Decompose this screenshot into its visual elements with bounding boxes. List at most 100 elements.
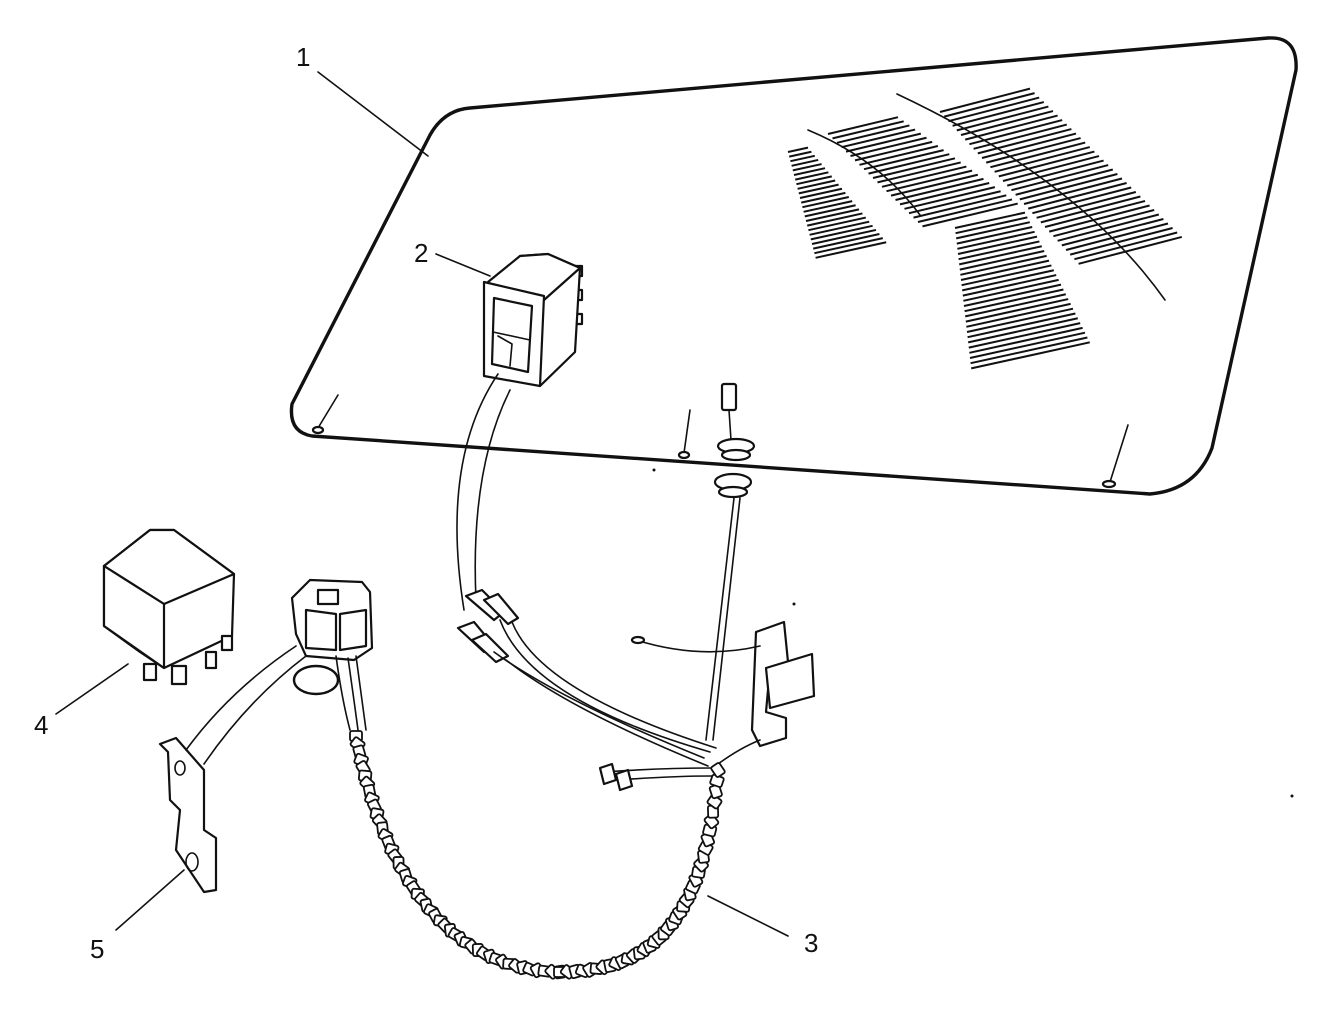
heating-element-line [955, 221, 1031, 240]
heating-element-line [963, 278, 1059, 302]
glass-separator-line [807, 129, 921, 216]
heating-element-line [958, 240, 1040, 261]
harness-sheathing [349, 730, 726, 980]
heating-element-line [908, 190, 1001, 215]
heating-element-line [1040, 195, 1141, 224]
heating-element-line [994, 146, 1091, 173]
heating-element-line [805, 208, 860, 222]
heating-element-line [793, 167, 826, 176]
heating-element-line [804, 204, 856, 218]
heating-element-line [1048, 204, 1150, 233]
heating-element-line [956, 105, 1049, 132]
heating-element-line [963, 283, 1062, 307]
heating-element-line [850, 136, 927, 157]
callout-number-glass: 1 [296, 42, 310, 72]
heating-element-line [904, 186, 996, 210]
heating-element-line [788, 150, 812, 158]
mounting-bracket [158, 645, 307, 894]
sheathing-segment [710, 762, 726, 778]
speck [792, 602, 796, 606]
heating-element-line [939, 87, 1031, 113]
heating-element-line [798, 183, 839, 195]
heating-element-line [841, 128, 916, 149]
heating-element-line [964, 114, 1058, 141]
heating-element-line [969, 331, 1086, 359]
heating-element-line [998, 150, 1095, 178]
heating-element-line [977, 128, 1072, 155]
heating-element-line [868, 153, 950, 175]
callout-number-bracket: 5 [90, 934, 104, 964]
heating-element-line [961, 264, 1052, 287]
heated-rear-glass [289, 36, 1298, 496]
heating-element-line [960, 254, 1047, 276]
heating-element-line [881, 165, 967, 188]
heating-element-line [899, 182, 990, 206]
heating-element-line [809, 220, 870, 236]
heating-element-line [859, 145, 939, 166]
heating-element-line [990, 141, 1086, 169]
heating-element-line [958, 245, 1043, 266]
heating-element-line [854, 140, 933, 162]
speck [1290, 794, 1294, 798]
heating-element-line [960, 110, 1054, 136]
heating-element-line [959, 250, 1045, 271]
glass-outline [289, 36, 1298, 496]
heating-element-line [1019, 173, 1118, 201]
heating-element-line [922, 202, 1018, 228]
heating-element-line [814, 237, 884, 255]
heating-element-line [957, 230, 1035, 250]
heating-element-line [812, 233, 880, 250]
heating-element-line [956, 226, 1033, 245]
heating-element-line [955, 216, 1028, 235]
heating-element-line [1002, 155, 1100, 182]
glass-separator-line [896, 93, 1166, 301]
heating-element-band-b [827, 116, 1018, 228]
heating-element-line [965, 298, 1069, 323]
heating-element-line [1057, 213, 1160, 242]
heating-element-line [1027, 182, 1127, 210]
heating-element-line [967, 317, 1079, 344]
heating-element-line [962, 274, 1057, 297]
heating-element-line [803, 200, 853, 213]
heating-element-line [964, 293, 1067, 318]
heating-element-line [954, 211, 1026, 229]
heating-element-line [791, 158, 819, 167]
heating-element-line [1006, 159, 1104, 187]
heating-element-line [802, 196, 850, 209]
heating-element-line [1032, 186, 1132, 215]
heating-element-line [969, 326, 1083, 354]
relay [102, 528, 236, 686]
glass-terminal-left [311, 394, 339, 435]
relay-connector [290, 578, 374, 696]
heating-element-line [1053, 209, 1155, 238]
heating-element-line [970, 336, 1088, 365]
grommet-feed [705, 382, 756, 741]
heating-element-line [827, 116, 899, 135]
heating-element-line [810, 224, 873, 241]
heating-element-line [1065, 222, 1169, 251]
heating-element-line [872, 157, 956, 179]
heating-element-line [970, 341, 1091, 370]
heating-element-line [808, 216, 867, 232]
heating-element-line [943, 92, 1035, 118]
heating-element-line [1061, 218, 1164, 247]
heating-element-band-c [939, 87, 1183, 370]
heating-element-line [797, 179, 836, 190]
heating-element-line [967, 312, 1076, 339]
speck [652, 468, 656, 472]
heating-element-line [1069, 227, 1173, 256]
callout-number-harness: 3 [804, 928, 818, 958]
heating-element-line [886, 169, 973, 193]
heating-element-line [968, 322, 1081, 349]
glass-terminal-right [1101, 424, 1129, 489]
heating-element-line [917, 198, 1013, 223]
heating-element-line [948, 96, 1040, 123]
callout-numbers: 1 2 3 4 5 [34, 42, 818, 964]
heating-element-line [1015, 168, 1114, 196]
heating-element-line [815, 241, 887, 259]
heating-element-line [1011, 164, 1109, 192]
heating-element-line [811, 228, 877, 245]
heating-element-line [845, 132, 922, 153]
heating-element-line [799, 187, 843, 199]
